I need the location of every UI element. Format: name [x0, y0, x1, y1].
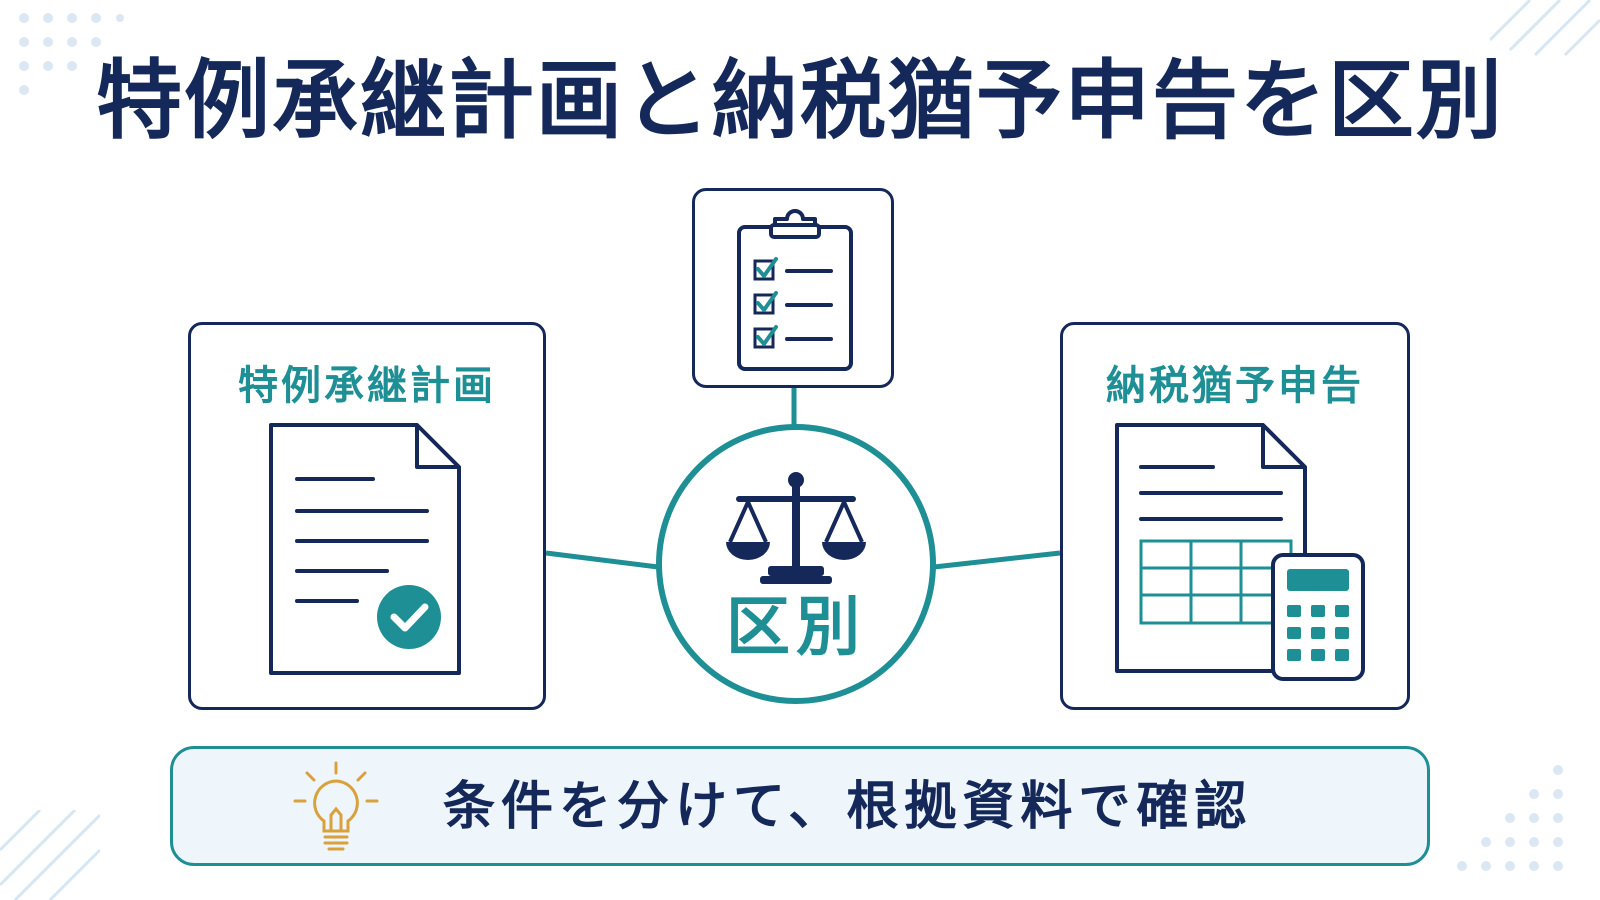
bottom-banner: 条件を分けて、根拠資料で確認	[170, 746, 1430, 866]
center-label: 区別	[726, 591, 866, 665]
page-title: 特例承継計画と納税猶予申告を区別	[96, 51, 1504, 151]
dot-pattern-bottom-right	[1457, 765, 1563, 871]
connector-left	[545, 550, 659, 570]
connector-right	[933, 550, 1061, 570]
center-circle: 区別	[656, 424, 936, 704]
top-card	[692, 188, 894, 388]
balance-scale-icon	[726, 472, 866, 584]
right-card: 納税猶予申告	[1060, 322, 1410, 710]
right-card-label: 納税猶予申告	[1106, 363, 1364, 409]
document-check-icon	[269, 423, 461, 675]
stripe-pattern-bottom-left	[0, 810, 100, 900]
left-card-label: 特例承継計画	[238, 363, 496, 409]
banner-text: 条件を分けて、根拠資料で確認	[443, 777, 1253, 837]
stripe-pattern-top-right	[1490, 0, 1600, 57]
spreadsheet-calculator-icon	[1115, 423, 1365, 681]
lightbulb-icon	[293, 761, 379, 851]
left-card: 特例承継計画	[188, 322, 546, 710]
clipboard-checklist-icon	[737, 209, 853, 371]
dot-pattern-top-left	[19, 13, 124, 95]
